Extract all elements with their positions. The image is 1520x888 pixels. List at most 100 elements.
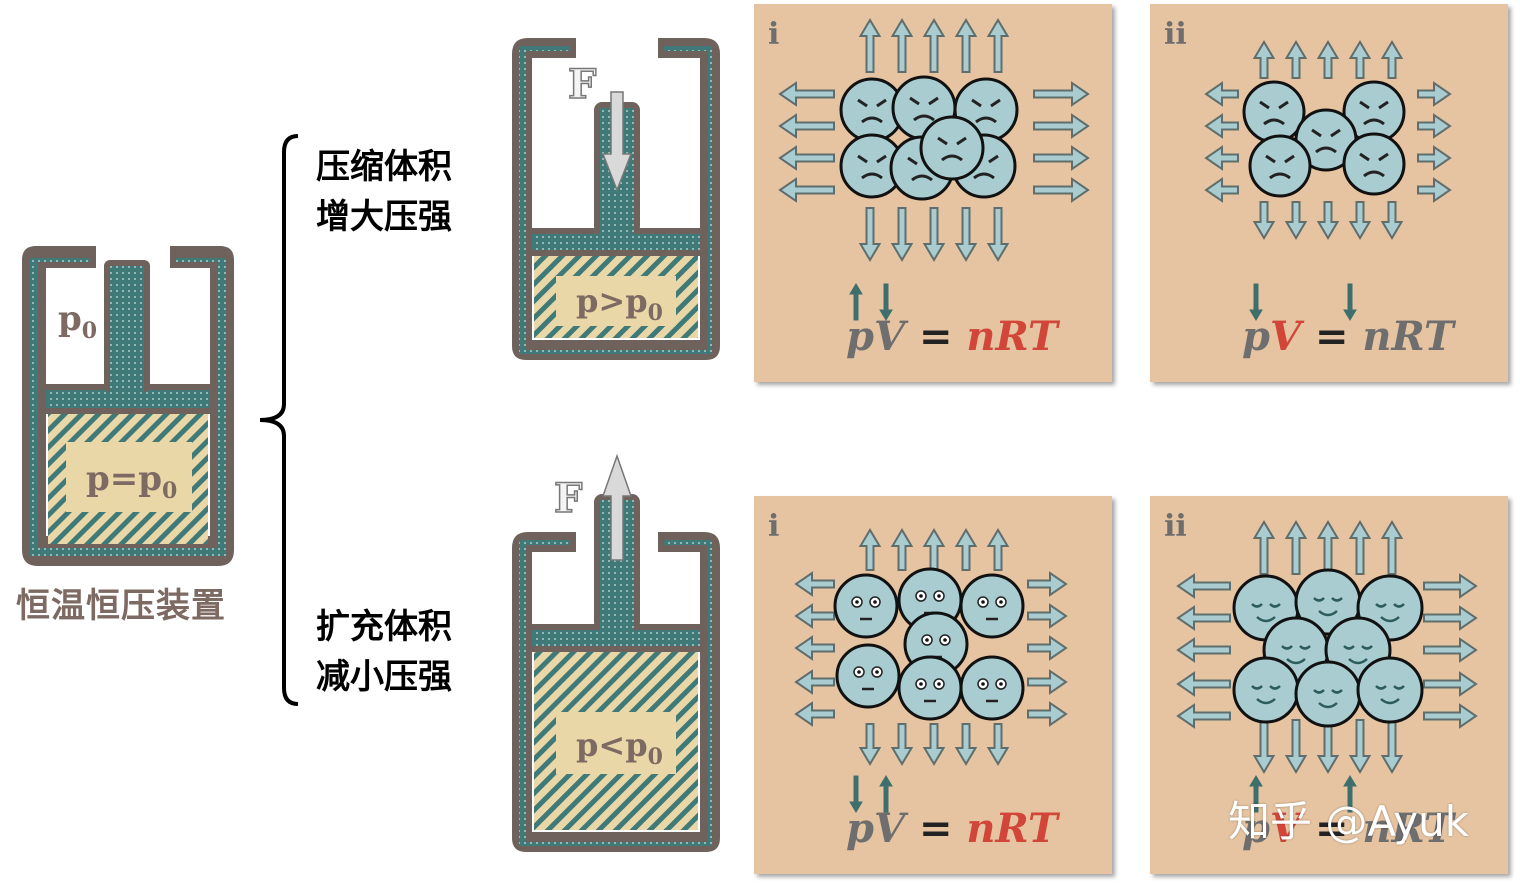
label-p0-top-sub: 0	[82, 318, 97, 344]
gas-molecule	[1356, 656, 1424, 724]
pressure-arrow	[890, 528, 914, 571]
expand-device: F p<p0	[512, 453, 720, 852]
pressure-arrow	[1176, 703, 1231, 729]
pressure-arrow	[954, 528, 978, 571]
compress-line2: 增大压强	[316, 197, 452, 237]
pressure-arrow	[1033, 177, 1090, 203]
panel-roman-label: i	[768, 17, 779, 52]
panel-roman-label: i	[768, 509, 779, 544]
pressure-arrow	[1423, 703, 1478, 729]
pressure-arrow	[922, 723, 946, 766]
pressure-arrow	[1252, 40, 1276, 79]
compress-line1: 压缩体积	[316, 147, 452, 187]
pressure-arrow	[986, 528, 1010, 571]
change-indicator-arrow	[1343, 283, 1357, 321]
pressure-arrow	[1284, 201, 1308, 240]
pressure-arrow	[1027, 571, 1068, 597]
pressure-arrow	[1417, 113, 1452, 139]
ideal-gas-equation: pV = nRT	[1242, 313, 1457, 360]
svg-text:p=p0: p=p0	[86, 459, 177, 504]
change-indicator-arrow	[1343, 775, 1357, 813]
change-indicator-arrow	[849, 283, 863, 321]
left-device: p0 p=p0	[22, 246, 234, 566]
svg-text:p<p0: p<p0	[576, 726, 663, 770]
change-indicator-arrow	[879, 283, 893, 321]
gas-molecule	[1342, 132, 1406, 196]
ideal-gas-equation: pV = nRT	[846, 313, 1061, 360]
pressure-arrow	[1252, 201, 1276, 240]
left-caption: 恒温恒压装置	[16, 586, 226, 626]
gas-molecule	[835, 643, 901, 709]
change-indicator-arrow	[1249, 283, 1263, 321]
pressure-arrow	[778, 81, 835, 107]
panel-compress-i: i pV = nRT	[754, 4, 1112, 382]
pressure-arrow	[1316, 40, 1340, 79]
pressure-arrow	[858, 18, 882, 73]
pressure-arrow	[1284, 40, 1308, 79]
pressure-arrow	[890, 723, 914, 766]
compress-text: 压缩体积 增大压强	[316, 142, 452, 242]
pressure-arrow	[1423, 637, 1478, 663]
pressure-arrow	[986, 18, 1010, 73]
pressure-arrow	[954, 723, 978, 766]
pressure-arrow	[1176, 637, 1231, 663]
pressure-arrow	[858, 723, 882, 766]
pressure-arrow	[1417, 145, 1452, 171]
label-p-gt-p0-sub: 0	[648, 300, 663, 326]
pressure-arrow	[890, 18, 914, 73]
pressure-arrow	[1417, 177, 1452, 203]
pressure-arrow	[1204, 113, 1239, 139]
pressure-arrow	[1417, 81, 1452, 107]
pressure-arrow	[1027, 669, 1068, 695]
pressure-arrow	[1423, 671, 1478, 697]
pressure-arrow	[1252, 719, 1276, 774]
pressure-arrow	[794, 571, 835, 597]
svg-text:p0: p0	[58, 299, 97, 344]
pressure-arrow	[1316, 520, 1340, 575]
force-label-top: F	[568, 61, 596, 108]
label-p-gt-p0: p>p	[576, 282, 648, 320]
pressure-arrow	[794, 701, 835, 727]
force-up-arrow	[601, 453, 633, 561]
label-p-lt-p0: p<p	[576, 726, 648, 764]
pressure-arrow	[1033, 145, 1090, 171]
pressure-arrow	[954, 207, 978, 262]
label-p-eq-p0-sub: 0	[162, 478, 177, 504]
pressure-arrow	[922, 18, 946, 73]
gas-molecule	[919, 115, 985, 181]
pressure-arrow	[1348, 719, 1372, 774]
pressure-arrow	[1380, 520, 1404, 575]
svg-text:p>p0: p>p0	[576, 282, 663, 326]
pressure-arrow	[1380, 719, 1404, 774]
force-down-arrow	[601, 91, 633, 193]
label-p0-top: p	[58, 299, 82, 339]
curly-brace	[259, 134, 299, 706]
pressure-arrow	[1204, 177, 1239, 203]
pressure-arrow	[1176, 605, 1231, 631]
pressure-arrow	[922, 207, 946, 262]
gas-molecule	[1232, 656, 1300, 724]
ideal-gas-equation: pV = nRT	[1242, 805, 1457, 852]
pressure-arrow	[1033, 113, 1090, 139]
pressure-arrow	[986, 207, 1010, 262]
pressure-arrow	[778, 113, 835, 139]
force-label-bottom: F	[554, 475, 582, 522]
pressure-arrow	[858, 528, 882, 571]
gas-molecule	[1294, 660, 1362, 728]
pressure-arrow	[1027, 603, 1068, 629]
watermark: 知乎 @Ayuk	[1228, 797, 1470, 846]
gas-molecule	[959, 573, 1025, 639]
pressure-arrow	[1348, 40, 1372, 79]
pressure-arrow	[794, 603, 835, 629]
label-p-lt-p0-sub: 0	[648, 744, 663, 770]
pressure-arrow	[1380, 201, 1404, 240]
pressure-arrow	[1027, 701, 1068, 727]
change-indicator-arrow	[849, 775, 863, 813]
pressure-arrow	[1176, 671, 1231, 697]
pressure-arrow	[1252, 520, 1276, 575]
label-p-eq-p0: p=p	[86, 459, 162, 499]
pressure-arrow	[1204, 145, 1239, 171]
